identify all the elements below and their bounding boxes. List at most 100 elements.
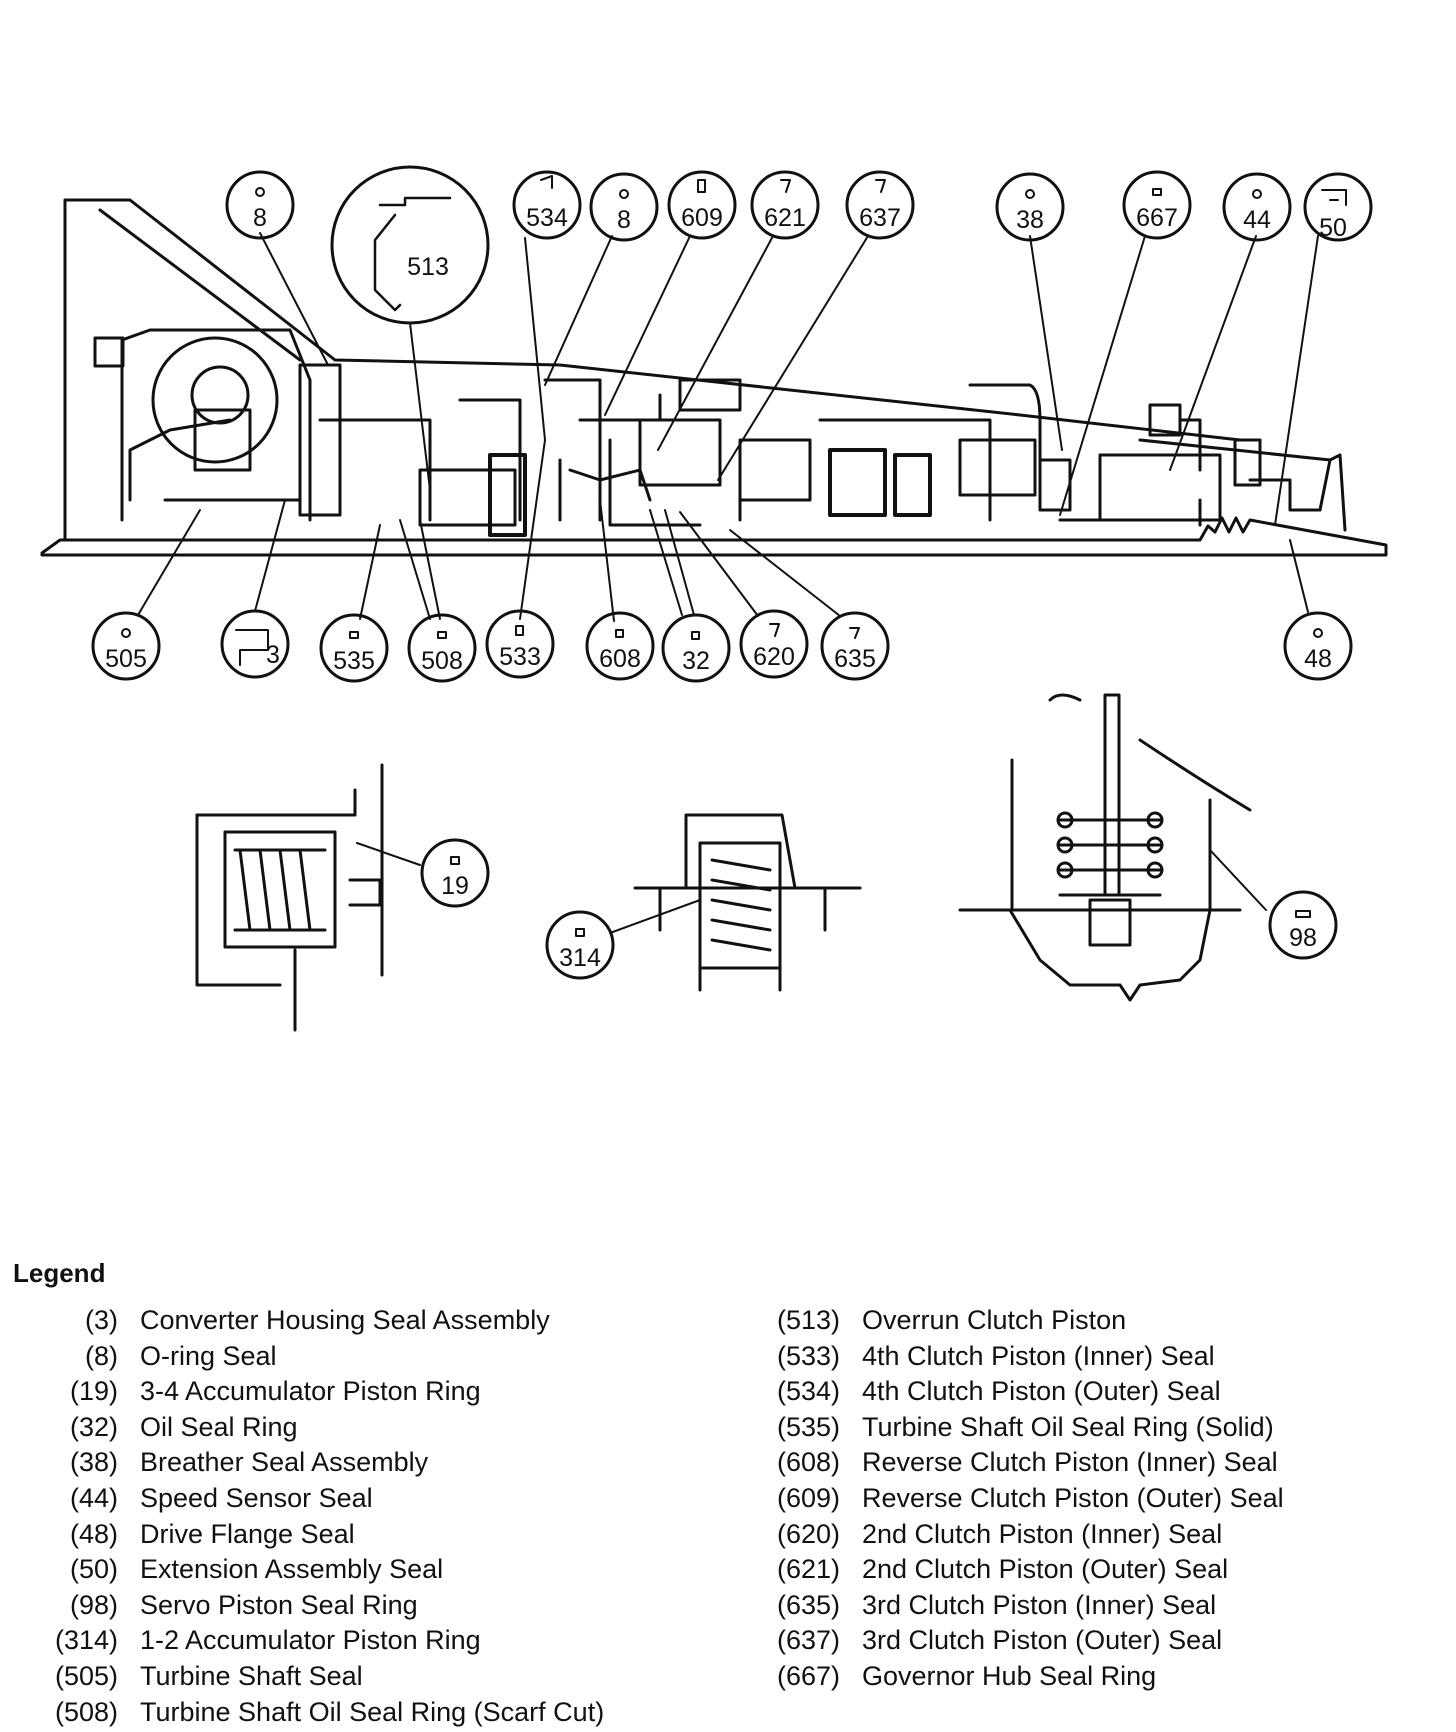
legend-item: (508)Turbine Shaft Oil Seal Ring (Scarf …: [54, 1696, 605, 1727]
square-seal-icon: [349, 631, 359, 639]
legend-item: (3)Converter Housing Seal Assembly: [85, 1305, 550, 1335]
callout-label: 8: [617, 206, 631, 234]
callout-label: 44: [1243, 206, 1271, 234]
square-seal-icon: [615, 629, 624, 638]
o-ring-icon: [1252, 189, 1262, 199]
legend-item: (535)Turbine Shaft Oil Seal Ring (Solid): [776, 1411, 1274, 1442]
callout-circle-620: [739, 609, 809, 679]
o-ring-icon: [619, 189, 629, 199]
square-seal-icon: [691, 631, 700, 640]
lip-seal-icon: [540, 175, 553, 189]
leader-lines: [137, 232, 1319, 934]
callout-label: 508: [421, 647, 463, 675]
legend-item: (44)Speed Sensor Seal: [69, 1482, 373, 1513]
callout-circle-667: [1122, 170, 1192, 240]
callout-label: 32: [682, 647, 710, 675]
callout-circle-609: [667, 170, 737, 240]
callout-label: 98: [1289, 924, 1317, 952]
callout-circle-8: [225, 170, 295, 240]
callout-circle-32: [661, 613, 731, 683]
seal-symbol-icons: [121, 175, 1347, 937]
legend-item: (621)2nd Clutch Piston (Outer) Seal: [776, 1554, 1229, 1585]
callout-circle-8b: [589, 172, 659, 242]
transmission-seal-diagram: 8 513 534 8 609 621 637 38 667 44 50 505…: [40, 165, 1388, 1032]
legend-item: (505)Turbine Shaft Seal: [54, 1660, 363, 1691]
legend-left-column: (3)Converter Housing Seal Assembly (8)O-…: [40, 1305, 604, 1732]
accumulator-12-detail: [633, 813, 862, 992]
legend-item: (48)Drive Flange Seal: [69, 1518, 355, 1549]
square-seal-icon: [1295, 910, 1311, 918]
callout-circle-48: [1283, 611, 1353, 681]
callout-label: 3: [266, 641, 280, 669]
callout-circle-98: [1268, 890, 1338, 960]
legend-item: (8)O-ring Seal: [85, 1340, 277, 1371]
square-seal-icon: [450, 856, 460, 865]
callout-label: 620: [753, 643, 795, 671]
legend-item: (38)Breather Seal Assembly: [69, 1447, 429, 1478]
callout-circles: [91, 165, 1373, 980]
converter-seal-icon: [235, 629, 269, 666]
square-seal-icon: [697, 179, 706, 193]
callout-label: 8: [253, 204, 267, 232]
legend-right-column: (513)Overrun Clutch Piston (533)4th Clut…: [776, 1305, 1284, 1697]
callout-circle-635: [820, 611, 890, 681]
o-ring-icon: [1313, 628, 1323, 638]
legend-item: (533)4th Clutch Piston (Inner) Seal: [776, 1340, 1215, 1371]
overrun-piston-profile-icon: [373, 196, 452, 312]
legend-item: (608)Reverse Clutch Piston (Inner) Seal: [776, 1447, 1278, 1478]
callout-label: 637: [859, 204, 901, 232]
o-ring-icon: [121, 628, 131, 638]
legend-item: (50)Extension Assembly Seal: [69, 1554, 444, 1585]
callout-label: 38: [1016, 206, 1044, 234]
legend-item: (32)Oil Seal Ring: [69, 1411, 298, 1442]
square-seal-icon: [575, 928, 585, 937]
o-ring-icon: [1025, 189, 1035, 199]
callout-circle-637: [845, 170, 915, 240]
callout-circle-535: [319, 613, 389, 683]
callout-circle-505: [91, 611, 161, 681]
square-seal-icon: [437, 631, 447, 639]
callout-circle-19: [420, 838, 490, 908]
callout-label: 535: [333, 647, 375, 675]
lip-seal-icon: [780, 179, 791, 193]
accumulator-34-detail: [195, 763, 384, 1032]
callout-label: 534: [526, 204, 568, 232]
callout-circle-533: [485, 609, 555, 679]
legend-item: (98)Servo Piston Seal Ring: [69, 1589, 418, 1620]
callout-circle-44: [1222, 172, 1292, 242]
legend-item: (534)4th Clutch Piston (Outer) Seal: [776, 1376, 1221, 1407]
legend-title: Legend: [13, 1258, 106, 1288]
transmission-cross-section: [40, 198, 1388, 557]
legend-item: (635)3rd Clutch Piston (Inner) Seal: [776, 1589, 1217, 1620]
square-seal-icon: [1152, 188, 1162, 196]
callout-label: 667: [1136, 204, 1178, 232]
callout-circle-314: [545, 910, 615, 980]
callout-circle-513: [330, 165, 490, 325]
callout-circle-3: [220, 609, 290, 679]
callout-label: 513: [407, 253, 449, 281]
legend-item: (637)3rd Clutch Piston (Outer) Seal: [776, 1625, 1223, 1656]
callout-label: 533: [499, 643, 541, 671]
callout-circle-508: [407, 613, 477, 683]
callout-label: 314: [559, 944, 601, 972]
callout-label: 635: [834, 645, 876, 673]
extension-seal-icon: [1321, 189, 1347, 206]
callout-label: 608: [599, 645, 641, 673]
callout-circle-621: [750, 170, 820, 240]
callout-circle-534: [512, 170, 582, 240]
callout-label: 609: [681, 204, 723, 232]
legend-item: (19)3-4 Accumulator Piston Ring: [69, 1376, 481, 1407]
callout-circle-38: [995, 172, 1065, 242]
callout-label: 621: [764, 204, 806, 232]
legend-item: (513)Overrun Clutch Piston: [776, 1305, 1127, 1335]
legend-item: (314)1-2 Accumulator Piston Ring: [54, 1625, 481, 1656]
o-ring-icon: [255, 187, 265, 197]
callout-label: 50: [1319, 214, 1347, 242]
legend-item: (667)Governor Hub Seal Ring: [776, 1660, 1157, 1691]
legend-item: (620)2nd Clutch Piston (Inner) Seal: [776, 1518, 1223, 1549]
callout-label: 505: [105, 645, 147, 673]
callout-label: 48: [1304, 645, 1332, 673]
callout-circle-608: [585, 611, 655, 681]
lip-seal-icon: [875, 179, 886, 193]
square-seal-icon: [515, 625, 524, 636]
